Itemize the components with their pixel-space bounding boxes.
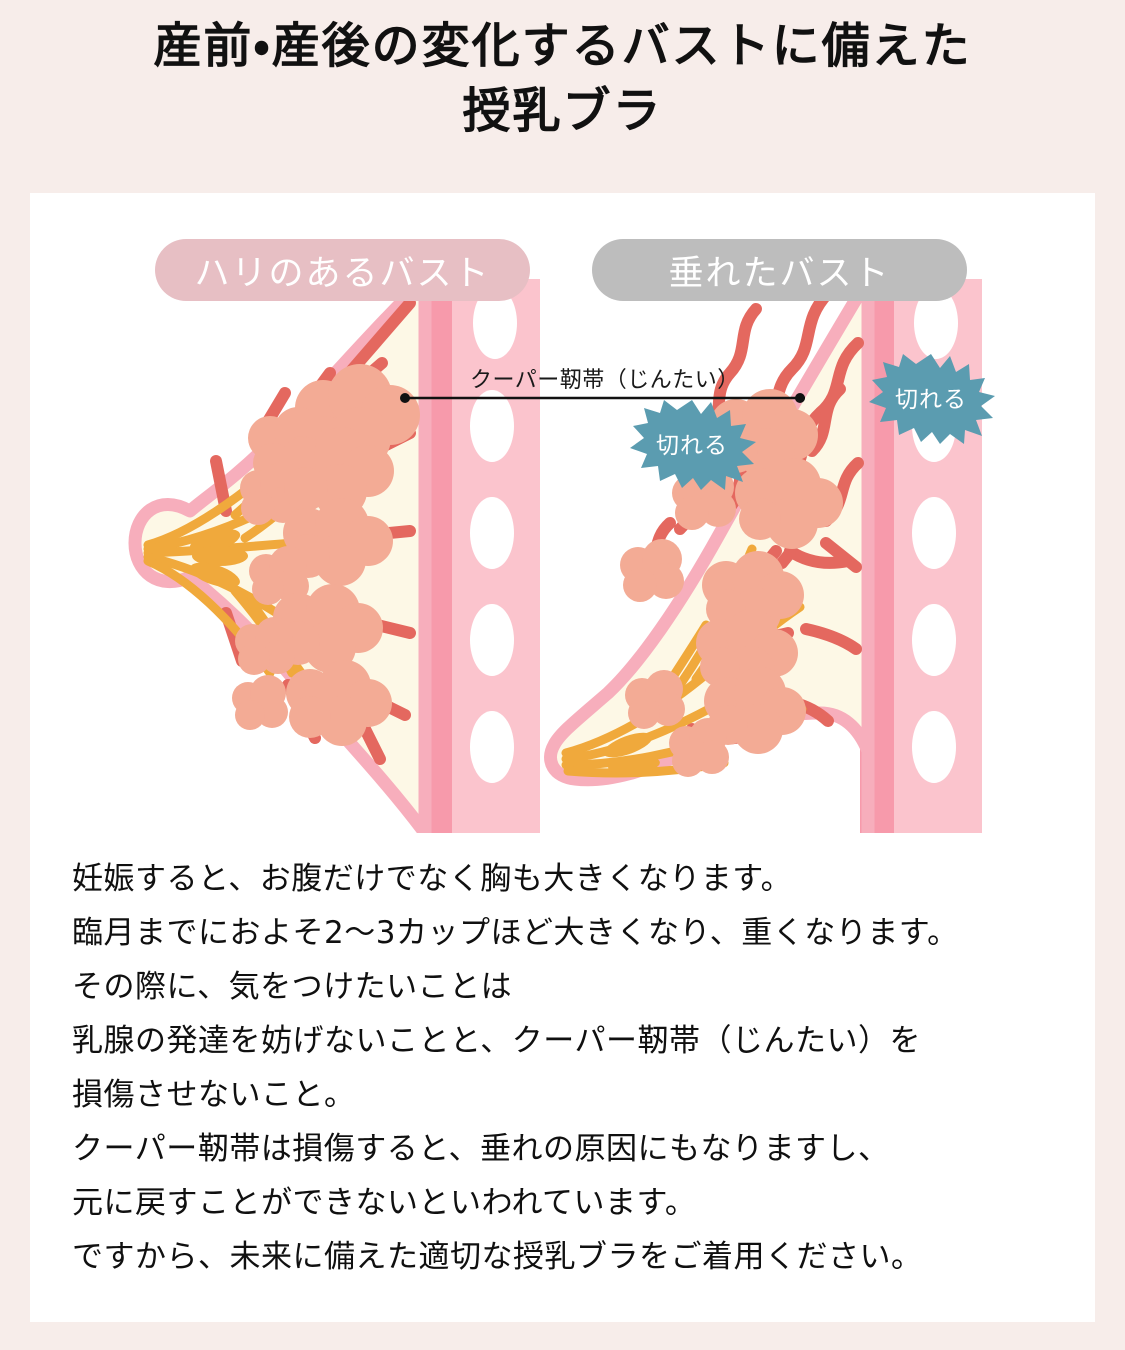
body-line: 妊娠すると、お腹だけでなく胸も大きくなります。	[72, 861, 793, 897]
mammary-lobule	[625, 670, 685, 729]
duct-ampulla	[190, 562, 240, 588]
mammary-lobule	[704, 667, 806, 754]
rib	[473, 287, 517, 359]
callout-burst-left-label: 切れる	[656, 433, 728, 459]
page-title-line-2: 授乳ブラ	[462, 82, 663, 139]
duct-ampulla-group	[603, 732, 660, 775]
mammary-lobule-group	[232, 364, 420, 746]
body-copy: 妊娠すると、お腹だけでなく胸も大きくなります。 臨月までにおよそ2〜3カップほど…	[72, 852, 1052, 1284]
rib	[912, 497, 956, 569]
body-line: ですから、未来に備えた適切な授乳ブラをご着用ください。	[72, 1239, 923, 1275]
callout-burst-right	[869, 354, 995, 444]
mammary-lobule	[735, 458, 843, 549]
page-title-line-1: 産前・産後の変化するバストに備えた	[153, 18, 972, 74]
mammary-lobule	[669, 718, 729, 777]
body-line: 元に戻すことができないといわれています。	[72, 1185, 697, 1221]
duct-ampulla	[608, 755, 660, 775]
badge-sagging-bust-label: 垂れたバスト	[668, 253, 891, 294]
body-line: 乳腺の発達を妨げないことと、クーパー靭帯（じんたい）を	[72, 1023, 921, 1059]
mammary-lobule	[249, 546, 309, 605]
callout-burst-right-label: 切れる	[895, 387, 967, 413]
cooper-ligament-fragment	[800, 623, 862, 655]
rib	[912, 711, 956, 783]
rib	[470, 497, 514, 569]
body-line: 損傷させないこと。	[72, 1077, 356, 1113]
rib	[914, 287, 958, 359]
rib	[470, 390, 514, 462]
cooper-ligament-fragment	[776, 547, 796, 569]
mammary-lobule	[620, 539, 684, 602]
mammary-lobule-group	[620, 389, 843, 777]
rib	[470, 604, 514, 676]
body-line: クーパー靭帯は損傷すると、垂れの原因にもなりますし、	[72, 1131, 890, 1167]
cooper-ligament-annotation-label: クーパー靭帯（じんたい）	[470, 368, 740, 393]
rib	[912, 604, 956, 676]
rib-group	[470, 287, 517, 783]
duct-ampulla	[603, 732, 653, 758]
body-line: その際に、気をつけたいことは	[72, 969, 513, 1005]
mammary-lobule	[702, 551, 804, 638]
rib	[470, 711, 514, 783]
arrow-endpoint-left	[400, 393, 410, 403]
mammary-lobule	[286, 660, 392, 746]
mammary-lobule	[235, 617, 295, 675]
duct-ampulla	[189, 529, 241, 553]
callout-burst-left	[630, 400, 756, 490]
cooper-ligament-torn	[806, 383, 846, 457]
mammary-lobule	[696, 609, 798, 696]
firm-breast-figure	[128, 272, 540, 833]
page-title: 産前・産後の変化するバストに備えた 授乳ブラ	[0, 14, 1125, 144]
duct-ampulla-group	[189, 529, 248, 588]
cooper-ligament-annotation-arrow	[400, 393, 805, 403]
badge-sagging-bust: 垂れたバスト	[592, 239, 967, 301]
arrow-endpoint-right	[795, 393, 805, 403]
duct-ampulla	[192, 546, 248, 566]
mammary-lobule	[232, 675, 288, 730]
badge-firm-bust-label: ハリのあるバスト	[194, 253, 491, 294]
badge-firm-bust: ハリのあるバスト	[155, 239, 530, 301]
body-line: 臨月までにおよそ2〜3カップほど大きくなり、重くなります。	[72, 915, 959, 951]
